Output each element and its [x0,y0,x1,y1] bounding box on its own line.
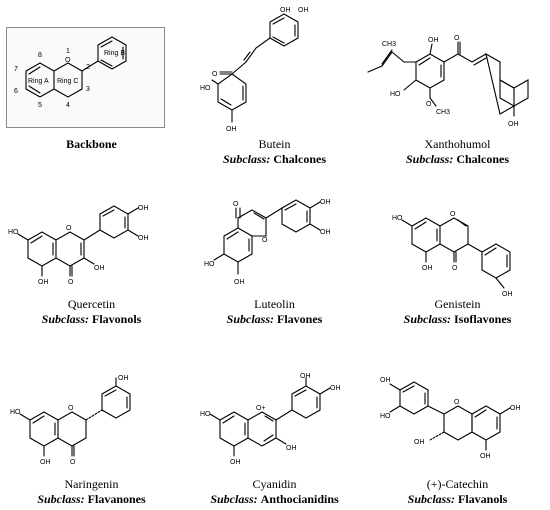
xanthohumol-structure: CH3 OH O HO O CH3 OH [364,34,546,139]
position-7: 7 [14,66,18,73]
quercetin-o2: O [68,279,74,286]
xanthohumol-oh-1: OH [428,37,439,44]
cyanidin-structure: O+ HO OH OH OH OH [200,373,350,475]
catechin-subclass: Subclass: Flavanols [407,492,508,506]
luteolin-structure: O O HO OH OH OH [204,196,344,297]
quercetin-ho: HO [8,229,19,236]
naringenin-name: Naringenin [64,477,119,491]
genistein-oh-2: OH [502,291,513,298]
cyanidin-oh-4: OH [330,385,341,392]
catechin-oh-3: OH [510,405,521,412]
ring-b-label: Ring B [104,50,125,57]
luteolin-name: Luteolin [254,297,295,311]
catechin-oh-2: OH [414,439,425,446]
xanthohumol-ch3: CH3 [382,41,396,48]
luteolin-o: O [233,201,239,208]
butein-subclass: Subclass: Chalcones [222,152,326,166]
quercetin-oh-3: OH [94,265,105,272]
catechin-name: (+)-Catechin [426,477,489,491]
position-2: 2 [86,64,90,71]
xanthohumol-oh-2: OH [508,121,519,128]
catechin-oh-1: OH [380,377,391,384]
backbone-name: Backbone [66,137,117,151]
naringenin-o: O [68,405,74,412]
position-8: 8 [38,52,42,59]
butein-name: Butein [258,137,291,151]
butein-oh-2: OH [298,7,309,14]
butein-o: O [212,71,218,78]
naringenin-o2: O [70,459,76,466]
catechin-ho: HO [380,413,391,420]
naringenin-structure: O HO OH O OH [10,375,160,475]
genistein-ho: HO [392,215,403,222]
genistein-structure: O HO OH O OH [392,200,542,305]
catechin-structure: OH HO O OH OH OH [380,370,545,475]
naringenin-subclass: Subclass: Flavanones [37,492,146,506]
cyanidin-oh-1: OH [230,459,241,466]
position-3: 3 [86,86,90,93]
catechin-o: O [454,399,460,406]
luteolin-ho: HO [204,261,215,268]
position-1: 1 [66,48,70,55]
cyanidin-ho: HO [200,411,211,418]
backbone-oxygen: O [65,57,71,64]
butein-ho: HO [200,85,211,92]
cyanidin-subclass: Subclass: Anthocianidins [210,492,339,506]
naringenin-oh-1: OH [40,459,51,466]
cyanidin-name: Cyanidin [252,477,297,491]
ring-a-label: Ring A [28,78,49,85]
genistein-oh-1: OH [422,265,433,272]
backbone-structure: O Ring A Ring C Ring B 1 2 3 4 5 6 7 8 [6,27,163,131]
genistein-o: O [450,211,456,218]
naringenin-oh-2: OH [118,375,129,382]
butein-oh-1: OH [280,7,291,14]
genistein-o2: O [452,265,458,272]
genistein-name: Genistein [434,297,481,311]
xanthohumol-o2: O [426,101,432,108]
position-6: 6 [14,88,18,95]
quercetin-o: O [66,225,72,232]
ring-c-label: Ring C [57,78,78,85]
xanthohumol-subclass: Subclass: Chalcones [405,152,509,166]
position-5: 5 [38,102,42,109]
backbone-frame [6,27,165,128]
luteolin-oh-1: OH [234,279,245,286]
luteolin-o2: O [262,237,268,244]
xanthohumol-name: Xanthohumol [424,137,491,151]
xanthohumol-ch3-2: CH3 [436,109,450,116]
position-4: 4 [66,102,70,109]
butein-oh-3: OH [226,126,237,133]
cyanidin-oh-2: OH [286,445,297,452]
quercetin-oh-2: OH [138,235,149,242]
luteolin-oh-2: OH [320,199,331,206]
naringenin-ho: HO [10,409,21,416]
butein-structure: O OH OH HO OH [198,4,309,139]
quercetin-subclass: Subclass: Flavonols [41,312,142,326]
genistein-subclass: Subclass: Isoflavones [403,312,512,326]
cyanidin-oh-3: OH [300,373,311,380]
xanthohumol-o: O [454,35,460,42]
luteolin-subclass: Subclass: Flavones [226,312,323,326]
quercetin-oh-1: OH [138,205,149,212]
luteolin-oh-3: OH [320,229,331,236]
xanthohumol-ho: HO [390,91,401,98]
quercetin-oh-4: OH [38,279,49,286]
quercetin-structure: O HO OH OH OH O OH [8,200,178,295]
quercetin-name: Quercetin [67,297,116,311]
cyanidin-o-plus: O+ [256,405,266,412]
catechin-oh-4: OH [480,453,491,460]
